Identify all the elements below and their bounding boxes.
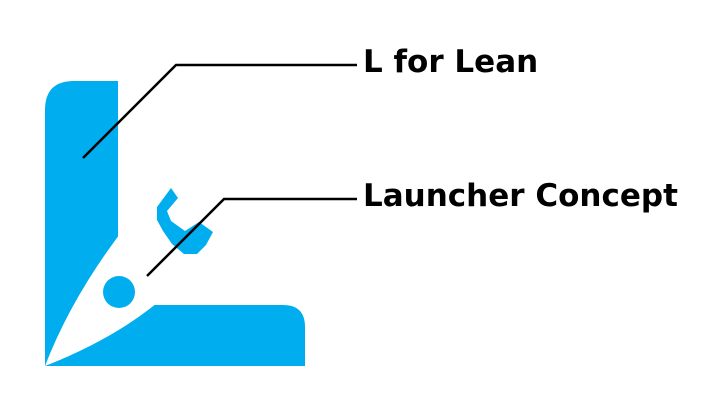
logo-rocket-window [103,276,135,308]
callout-label-launcher: Launcher Concept [363,178,678,214]
logo-rocket-fin [157,188,213,254]
l-launcher-logo-icon [45,81,305,366]
callout-label-lean: L for Lean [363,44,539,80]
callout-line-lean [82,63,357,159]
callout-line-launcher [146,197,357,277]
